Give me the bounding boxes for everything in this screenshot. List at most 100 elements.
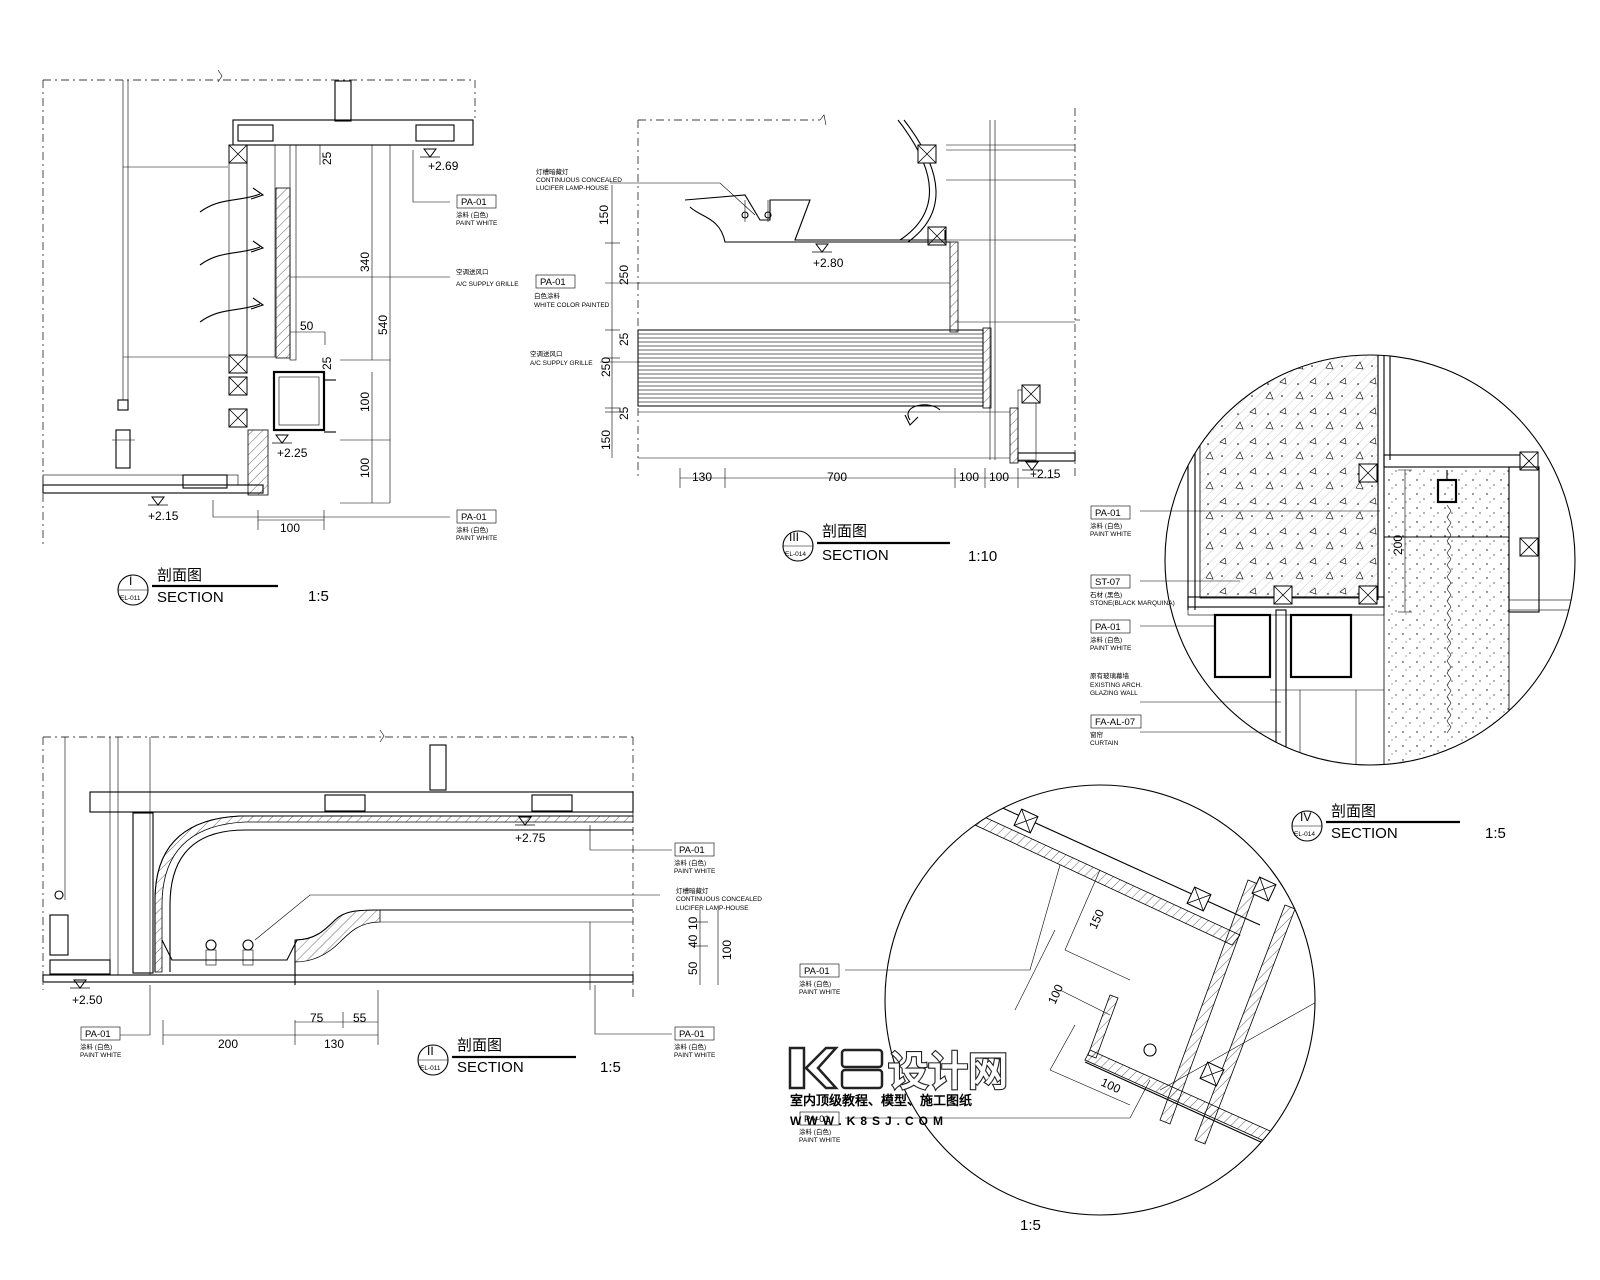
section-4-labels: 200 PA-01 涂料 (白色) PAINT WHITE ST-07 石材 (… [1090, 505, 1506, 842]
callout-s4-3-code: PA-01 [1095, 622, 1121, 633]
dim-s3-v4: 250 [599, 357, 613, 377]
callout-s4-5-en: CURTAIN [1090, 740, 1119, 747]
callout-s2-2-en: CONTINUOUS CONCEALED [676, 896, 762, 903]
callout-s4-2-code: ST-07 [1095, 577, 1120, 588]
section-1-drawing [42, 69, 476, 545]
dim-s1-100b: 100 [358, 458, 372, 478]
callout-s2-4-en: PAINT WHITE [674, 1052, 716, 1059]
section-2-scale: 1:5 [600, 1059, 621, 1076]
section-2-title-en: SECTION [457, 1059, 524, 1076]
level-s1-1: +2.69 [428, 159, 459, 173]
section-3-title-cn: 剖面图 [822, 522, 867, 540]
callout-s2-3-en: PAINT WHITE [80, 1052, 122, 1059]
detail-5-drawing [845, 784, 1316, 1216]
callout-d5-2-cn: 涂料 (白色) [799, 1127, 831, 1136]
section-1-scale: 1:5 [308, 588, 329, 605]
dim-s3-v5: 25 [617, 406, 631, 420]
section-3-scale: 1:10 [968, 548, 997, 565]
dim-s3-h4: 100 [989, 470, 1009, 484]
section-1-title-cn: 剖面图 [157, 566, 202, 584]
level-s3-1: +2.80 [813, 256, 844, 270]
callout-s3-3-cn: 空调送风口 [530, 349, 563, 358]
callout-s4-5-code: FA-AL-07 [1095, 717, 1135, 728]
callout-s1-3-en: PAINT WHITE [456, 535, 498, 542]
callout-s1-2-en: A/C SUPPLY GRILLE [456, 281, 519, 288]
section-4-scale: 1:5 [1485, 825, 1506, 842]
callout-s2-4-cn: 涂料 (白色) [674, 1042, 706, 1051]
dim-d5-100a: 100 [1045, 982, 1066, 1006]
section-3-title-en: SECTION [822, 547, 889, 564]
callout-d5-2-code: PA-01 [804, 1114, 830, 1125]
callout-s3-1-en2: LUCIFER LAMP-HOUSE [536, 185, 609, 192]
dim-s1-50: 50 [300, 319, 314, 333]
callout-s3-2-en: WHITE COLOR PAINTED [534, 302, 610, 309]
callout-s4-3-cn: 涂料 (白色) [1090, 635, 1122, 644]
section-2-drawing [42, 729, 719, 1045]
callout-s4-2-en: STONE(BLACK MARQUINA) [1090, 600, 1175, 607]
dim-s2-200: 200 [218, 1037, 238, 1051]
callout-d5-1-en: PAINT WHITE [799, 989, 841, 996]
callout-s4-4-en: EXISTING ARCH. [1090, 682, 1142, 689]
watermark: 设计网 室内顶级教程、模型、施工图纸 WWW.K8SJ.COM [788, 1046, 1009, 1128]
section-2-ref: EL-011 [420, 1065, 441, 1072]
callout-s4-2-cn: 石材 (黑色) [1090, 590, 1122, 599]
callout-s2-2-cn: 灯槽暗藏灯 [676, 886, 709, 895]
section-4-title-cn: 剖面图 [1331, 802, 1376, 820]
callout-s2-3-cn: 涂料 (白色) [80, 1042, 112, 1051]
callout-s2-1-en: PAINT WHITE [674, 868, 716, 875]
dim-s2-100: 100 [720, 940, 734, 960]
callout-s3-2-code: PA-01 [540, 277, 566, 288]
level-s2-2: +2.50 [72, 993, 103, 1007]
section-3-drawing [600, 108, 1080, 488]
section-4-drawing [1140, 354, 1576, 766]
callout-s4-3-en: PAINT WHITE [1090, 645, 1132, 652]
callout-s2-1-cn: 涂料 (白色) [674, 858, 706, 867]
dim-s2-50: 50 [686, 961, 700, 975]
dim-s3-h3: 100 [959, 470, 979, 484]
callout-s1-1-cn: 涂料 (白色) [456, 210, 488, 219]
callout-s1-2-cn: 空调送风口 [456, 267, 489, 276]
section-2-number: II [427, 1044, 434, 1058]
watermark-slogan: 室内顶级教程、模型、施工图纸 [790, 1093, 972, 1109]
callout-d5-1-cn: 涂料 (白色) [799, 979, 831, 988]
callout-s1-3-code: PA-01 [461, 512, 487, 523]
dim-s1-340: 340 [358, 252, 372, 272]
callout-s3-1-en: CONTINUOUS CONCEALED [536, 177, 622, 184]
dim-s1-100a: 100 [358, 392, 372, 412]
dim-s2-130: 130 [324, 1037, 344, 1051]
level-s2-1: +2.75 [515, 831, 546, 845]
callout-s4-4-cn: 原有玻璃幕墙 [1090, 671, 1130, 680]
callout-s3-2-cn: 白色涂料 [534, 291, 561, 300]
section-4-title-en: SECTION [1331, 825, 1398, 842]
section-3-number: III [789, 530, 799, 544]
callout-d5-1-code: PA-01 [804, 966, 830, 977]
callout-s4-4-en2: GLAZING WALL [1090, 690, 1138, 697]
callout-s2-3-code: PA-01 [85, 1029, 111, 1040]
dim-s2-75: 75 [310, 1011, 324, 1025]
dim-s1-25b: 25 [320, 356, 334, 370]
section-1-title-en: SECTION [157, 589, 224, 606]
detail-5-scale: 1:5 [1020, 1217, 1041, 1234]
dim-s2-10: 10 [686, 916, 700, 930]
callout-s4-1-en: PAINT WHITE [1090, 531, 1132, 538]
dim-s1-25a: 25 [320, 151, 334, 165]
callout-s4-1-cn: 涂料 (白色) [1090, 521, 1122, 530]
dim-d5-150: 150 [1086, 907, 1107, 931]
section-3-ref: EL-014 [785, 551, 806, 558]
callout-s2-1-code: PA-01 [679, 845, 705, 856]
watermark-url: WWW.K8SJ.COM [790, 1114, 948, 1128]
section-1-labels: +2.69 +2.25 +2.15 25 340 540 50 25 100 1… [117, 151, 519, 606]
callout-s2-4-code: PA-01 [679, 1029, 705, 1040]
level-s1-3: +2.15 [148, 509, 179, 523]
callout-s3-3-en: A/C SUPPLY GRILLE [530, 360, 593, 367]
section-3-labels: +2.80 +2.15 150 250 25 250 25 150 130 70… [530, 167, 1061, 565]
callout-s1-1-en: PAINT WHITE [456, 220, 498, 227]
dim-s3-v3: 25 [617, 332, 631, 346]
section-1-number: I [129, 574, 132, 588]
dim-s3-h2: 700 [827, 470, 847, 484]
level-s3-2: +2.15 [1030, 467, 1061, 481]
section-2-title-cn: 剖面图 [457, 1036, 502, 1054]
section-4-ref: EL-014 [1294, 831, 1315, 838]
dim-s2-40: 40 [686, 934, 700, 948]
